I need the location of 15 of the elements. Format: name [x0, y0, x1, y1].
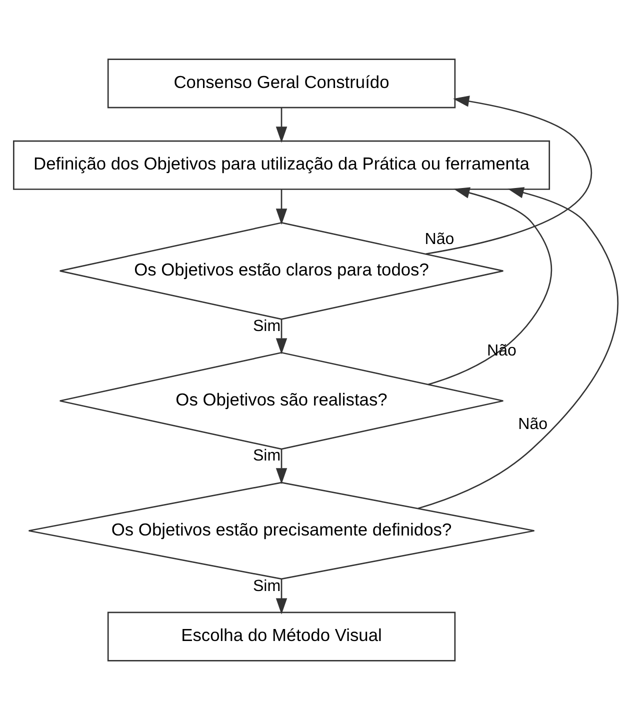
- arrow: [426, 96, 592, 255]
- arrow: [276, 449, 288, 484]
- arrow: [276, 319, 288, 354]
- arrow: [428, 187, 552, 386]
- node-diamond: Os Objetivos estão precisamente definidos?: [28, 482, 535, 580]
- arrow: [418, 187, 618, 509]
- node-box: Definição dos Objetivos para utilização da Prática ou ferramenta: [13, 140, 550, 190]
- arrow: [276, 579, 288, 614]
- edge-label: Não: [424, 230, 454, 248]
- arrow: [276, 189, 288, 225]
- node-box: Escolha do Método Visual: [107, 612, 456, 662]
- node-box: Consenso Geral Construído: [107, 58, 456, 108]
- edge-label: Não: [518, 414, 548, 433]
- edge-label: Sim: [252, 577, 281, 596]
- arrow: [276, 108, 288, 143]
